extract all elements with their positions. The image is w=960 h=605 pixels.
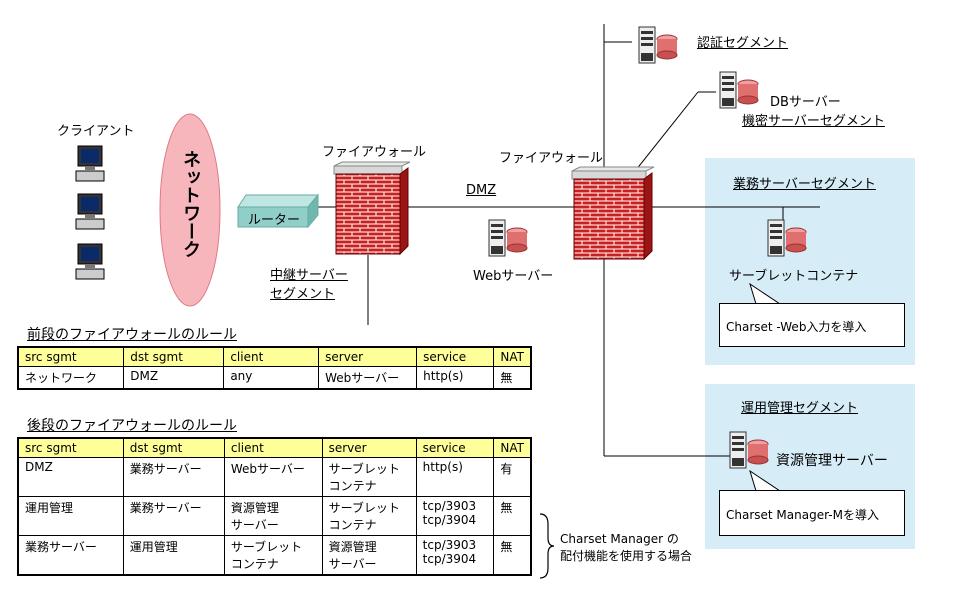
table-cell: DMZ [123,366,225,390]
relay-segment-label-line1: 中継サーバー [270,268,348,283]
header-cell: src sgmt [17,346,125,367]
header-cell: server [321,437,417,458]
client-pc-icon [75,145,105,182]
header-cell: client [223,437,323,458]
auth-segment-label: 認証セグメント [697,36,789,51]
firewall1-label: ファイアウォール [322,145,427,160]
table-cell: サーブレット コンテナ [321,496,417,536]
table-row: 運用管理 業務サーバー 資源管理 サーバー サーブレット コンテナ tcp/39… [17,496,532,536]
table-cell: 無 [493,366,532,390]
table-cell: 無 [493,535,532,576]
firewall2-label: ファイアウォール [499,151,604,166]
header-row: src sgmt dst sgmt client server service … [17,346,532,367]
client-pc-icon [75,243,105,280]
table-cell: 業務サーバー [122,496,225,536]
servlet-server-icon [767,219,807,257]
table-cell: 有 [493,457,532,497]
header-cell: service [415,437,495,458]
table-cell: サーブレット コンテナ [321,457,417,497]
header-cell: src sgmt [17,437,124,458]
header-cell: dst sgmt [123,346,225,367]
resource-server-label: 資源管理サーバー [776,453,888,469]
firewall2-icon [571,166,655,261]
header-cell: client [223,346,320,367]
front-rules-table: src sgmt dst sgmt client server service … [17,346,532,390]
router-label: ルーター [248,213,301,228]
callout1: Charset -Web入力を導入 [719,303,905,347]
relay-segment-label-line2: セグメント [270,287,336,302]
table-cell: 業務サーバー [122,457,225,497]
resource-server-icon [729,431,769,469]
table-cell: Webサーバー [318,366,418,390]
dmz-label: DMZ [466,183,497,198]
table-cell: 業務サーバー [17,535,124,576]
back-rules-table: src sgmt dst sgmt client server service … [17,437,532,576]
servlet-container-label: サーブレットコンテナ [729,269,859,284]
table-cell: 資源管理 サーバー [223,496,323,536]
table-cell: 運用管理 [17,496,124,536]
header-cell: dst sgmt [122,437,225,458]
table-cell: サーブレット コンテナ [223,535,323,576]
business-segment-label: 業務サーバーセグメント [733,177,876,192]
table-cell: Webサーバー [223,457,323,497]
db-server-icon [719,71,759,109]
table-row: ネットワーク DMZ any Webサーバー http(s) 無 [17,366,532,390]
network-oval-icon [159,113,221,307]
table-cell: tcp/3903 tcp/3904 [415,535,495,576]
table-cell: tcp/3903 tcp/3904 [415,496,495,536]
header-row: src sgmt dst sgmt client server service … [17,437,532,458]
web-server-label: Webサーバー [473,269,554,284]
callout2-text: Charset Manager-Mを導入 [726,508,879,522]
client-pc-icon [75,193,105,230]
web-server-icon [488,219,528,257]
table-row: 業務サーバー 運用管理 サーブレット コンテナ 資源管理 サーバー tcp/39… [17,535,532,576]
header-cell: server [318,346,418,367]
db-server-label: DBサーバー [770,95,841,110]
table-cell: 資源管理 サーバー [321,535,417,576]
table-cell: DMZ [17,457,124,497]
header-cell: NAT [493,437,532,458]
table-cell: 運用管理 [122,535,225,576]
back-rules-title: 後段のファイアウォールのルール [27,418,237,434]
firewall1-icon [333,161,411,256]
auth-server-icon [638,26,678,64]
note-line2: 配付機能を使用する場合 [560,549,693,563]
header-cell: service [416,346,495,367]
callout2-pointer [749,470,782,492]
table-cell: http(s) [415,457,495,497]
ops-segment-label: 運用管理セグメント [741,401,859,416]
front-rules-title: 前段のファイアウォールのルール [27,327,237,343]
table-cell: 無 [493,496,532,536]
client-label: クライアント [57,124,135,139]
table-cell: http(s) [416,366,495,390]
table-cell: any [223,366,320,390]
table-row: DMZ 業務サーバー Webサーバー サーブレット コンテナ http(s) 有 [17,457,532,497]
callout1-pointer [749,283,782,305]
header-cell: NAT [493,346,532,367]
brace-icon [539,513,555,579]
confidential-segment-label: 機密サーバーセグメント [742,114,885,129]
callout1-text: Charset -Web入力を導入 [726,320,867,334]
router-icon [237,193,320,229]
note-line1: Charset Manager の [560,532,679,546]
callout2: Charset Manager-Mを導入 [719,490,905,536]
table-cell: ネットワーク [17,366,125,390]
network-label: ネットワーク [180,150,201,258]
